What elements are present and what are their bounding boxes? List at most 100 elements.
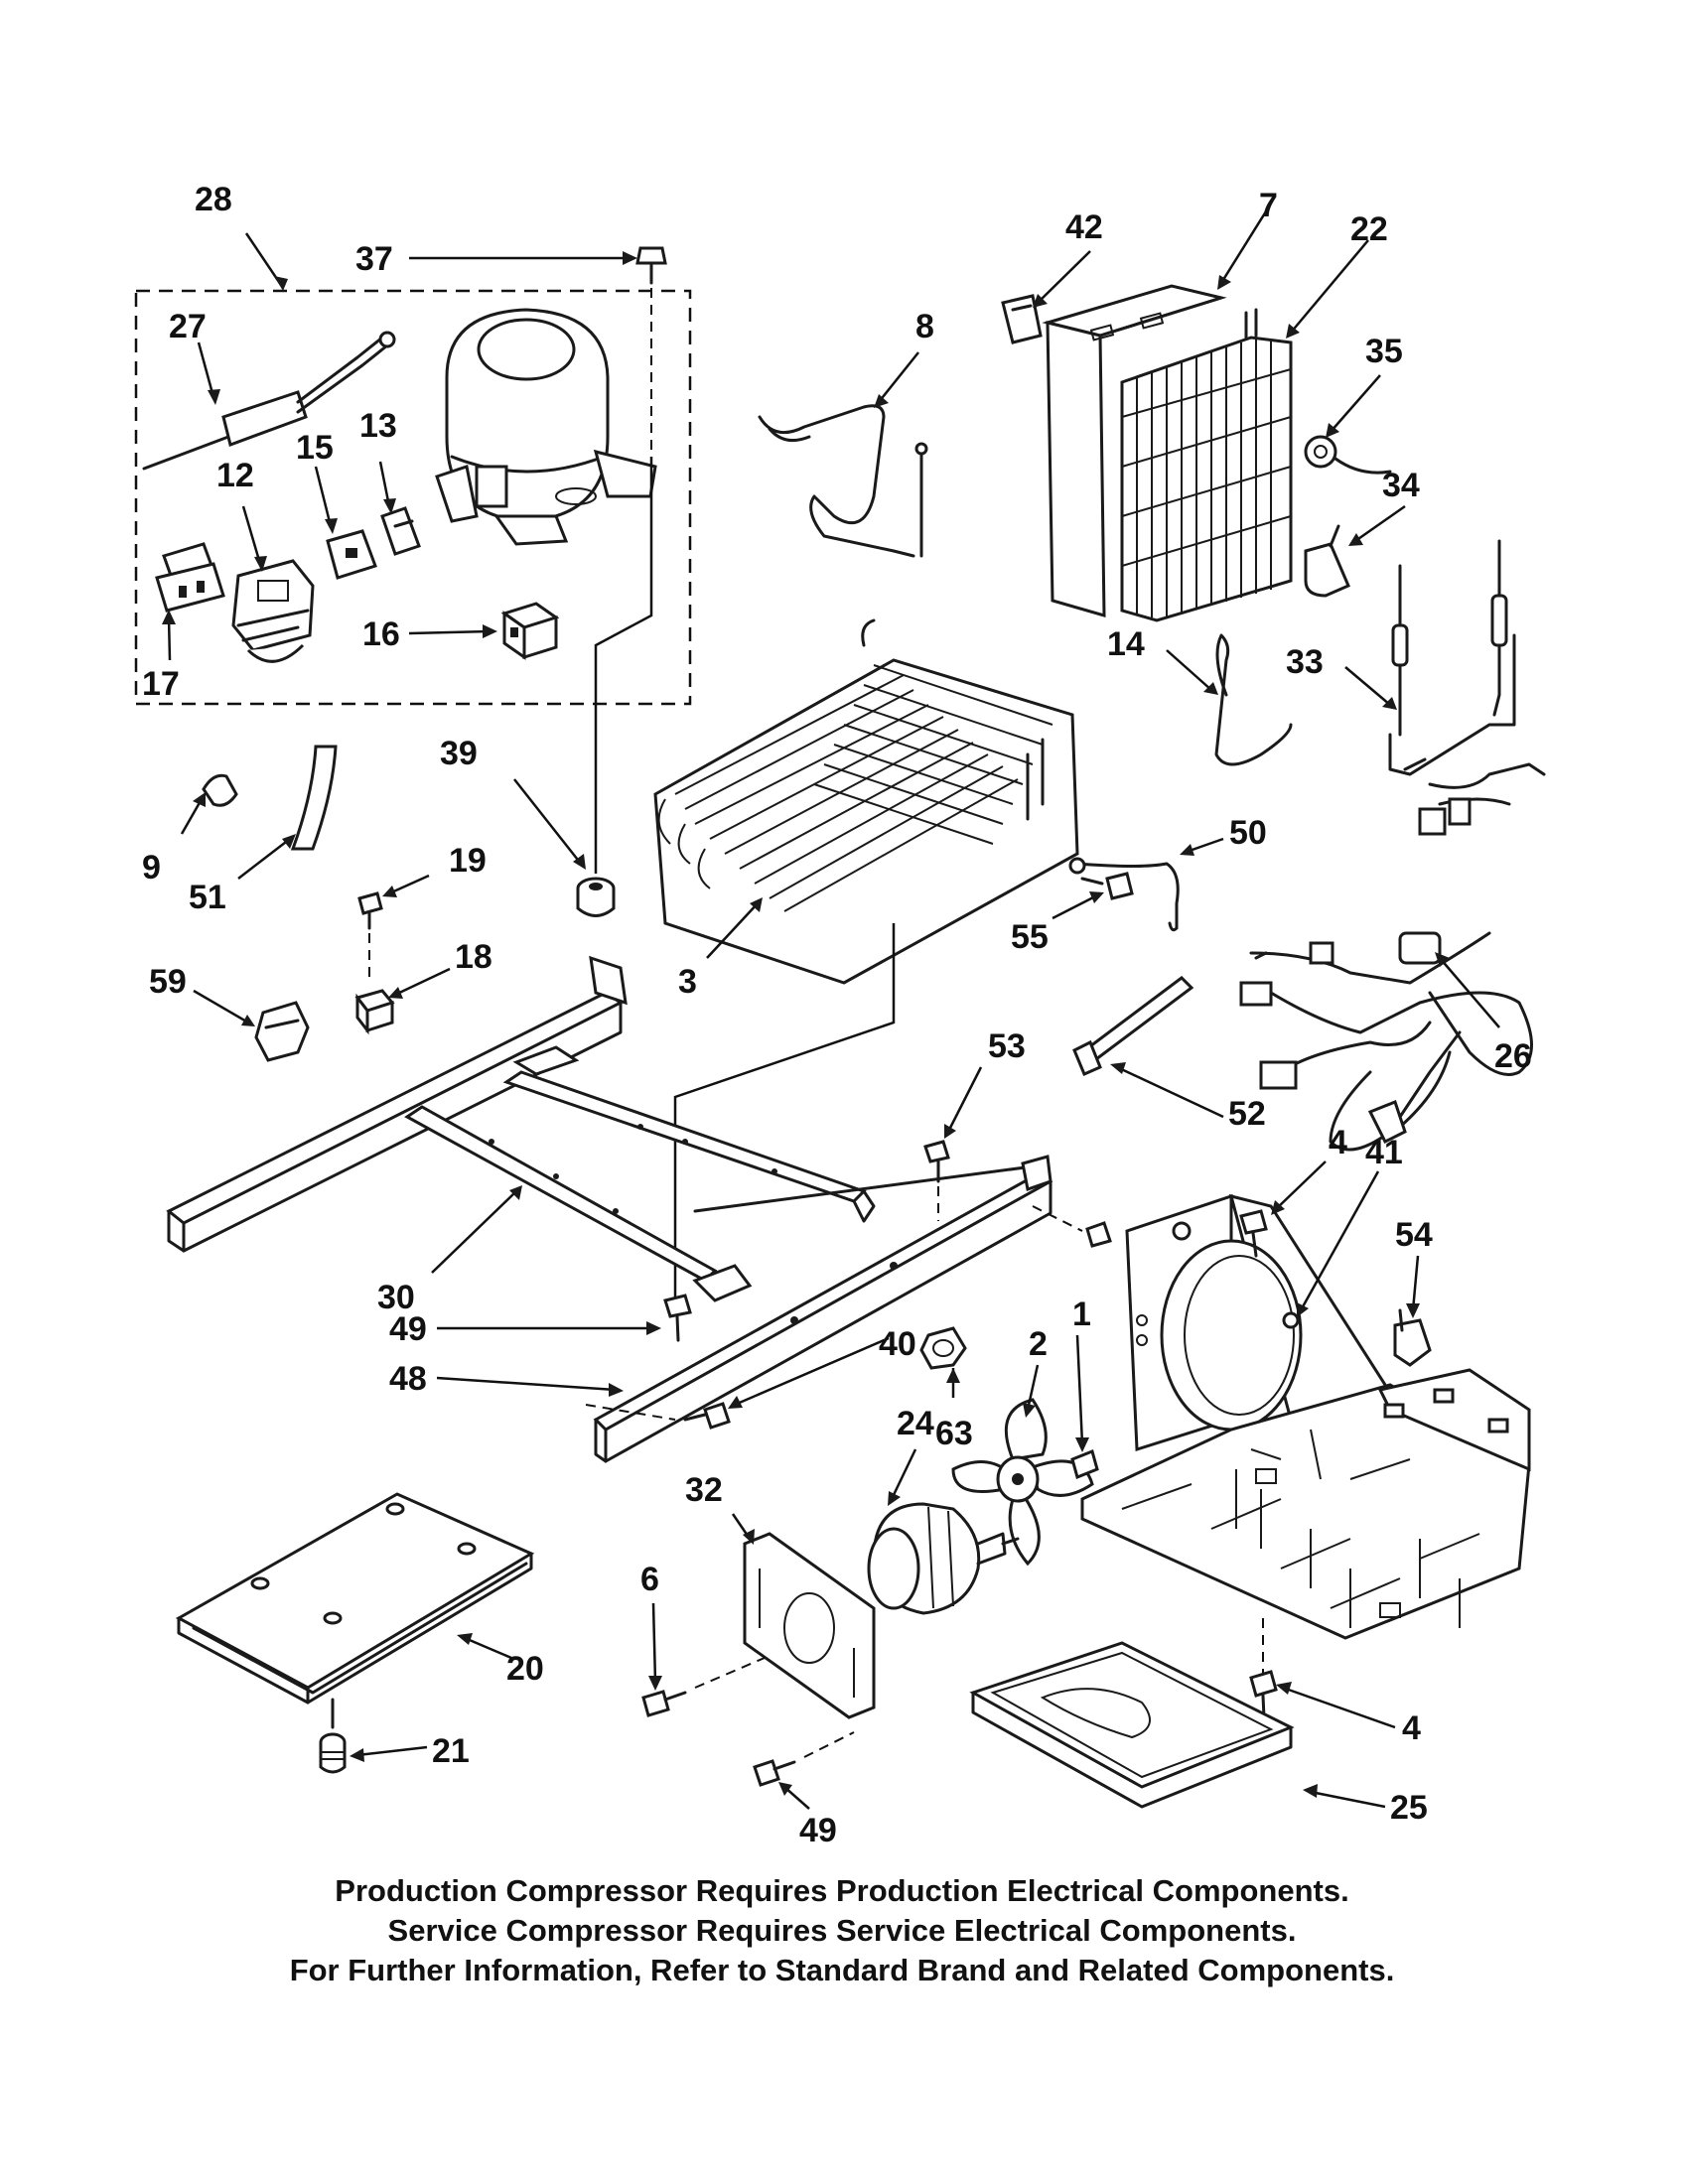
note-further-info: For Further Information, Refer to Standa… (289, 1953, 1395, 1987)
retainer-1 (1070, 1448, 1099, 1480)
callout-20: 20 (506, 1650, 544, 1688)
callout-34: 34 (1382, 467, 1420, 504)
callout-2: 2 (1029, 1325, 1048, 1363)
clip-50 (1068, 857, 1180, 932)
callout-9: 9 (142, 849, 161, 887)
drain-pan-25 (969, 1641, 1295, 1809)
compressor (435, 308, 657, 546)
callout-17: 17 (142, 665, 180, 703)
callout-25: 25 (1390, 1789, 1428, 1827)
base-frame (166, 955, 1045, 1302)
front-rail-48 (593, 1155, 1053, 1463)
cover-15 (326, 529, 377, 580)
block-18 (354, 989, 395, 1035)
clip-13 (380, 506, 421, 556)
callout-8: 8 (915, 308, 934, 345)
probe-27 (142, 331, 396, 471)
switch-35 (1304, 435, 1392, 475)
note-service: Service Compressor Requires Service Elec… (387, 1913, 1297, 1948)
callout-49b: 49 (799, 1812, 837, 1849)
condenser-coil-22 (1120, 308, 1293, 622)
callout-54: 54 (1395, 1216, 1433, 1254)
callout-48: 48 (389, 1360, 427, 1398)
callout-3: 3 (678, 963, 697, 1001)
tube-51 (290, 745, 338, 851)
clip-59 (254, 1001, 310, 1062)
callout-18: 18 (455, 938, 492, 976)
compressor-kit-boundary (134, 289, 692, 706)
callout-12: 12 (216, 457, 254, 494)
callout-4b: 4 (1402, 1709, 1421, 1747)
callout-16: 16 (362, 615, 400, 653)
bracket-34 (1304, 524, 1350, 598)
panel-20 (175, 1492, 535, 1705)
relay-17 (155, 542, 225, 613)
leader-lines (162, 210, 1500, 1810)
callout-19: 19 (449, 842, 487, 880)
screw-19 (357, 891, 383, 930)
screw-53 (923, 1140, 950, 1183)
screw-4-top (1239, 1209, 1268, 1258)
screw-40b (683, 1402, 731, 1430)
screw-6 (641, 1690, 687, 1717)
callout-37: 37 (355, 240, 393, 278)
callout-labels: 28 37 27 13 15 12 16 17 8 42 7 22 35 34 … (142, 181, 1532, 1849)
condenser-housing-7 (1042, 284, 1227, 618)
plug-9 (202, 773, 238, 807)
screw-55 (1080, 872, 1134, 900)
grommet-21 (319, 1732, 347, 1774)
callout-28: 28 (195, 181, 232, 218)
callout-35: 35 (1365, 333, 1403, 370)
fan-motor-24 (867, 1502, 1020, 1615)
start-device-12 (231, 559, 315, 663)
callout-22: 22 (1350, 210, 1388, 248)
screw-37 (635, 246, 667, 285)
callout-15: 15 (296, 429, 334, 467)
fan-blade-2 (951, 1398, 1094, 1567)
callout-49a: 49 (389, 1310, 427, 1348)
callout-14: 14 (1107, 625, 1145, 663)
callout-4a: 4 (1329, 1124, 1347, 1161)
callout-50: 50 (1229, 814, 1267, 852)
callout-42: 42 (1065, 208, 1103, 246)
callout-27: 27 (169, 308, 207, 345)
callout-63: 63 (935, 1415, 973, 1452)
wire-harness-26 (1239, 931, 1533, 1152)
callout-21: 21 (432, 1732, 470, 1770)
callout-24: 24 (897, 1405, 934, 1442)
callout-26: 26 (1494, 1037, 1532, 1075)
screw-49a (663, 1294, 692, 1342)
screw-49b (753, 1759, 796, 1787)
screw-40a (1085, 1221, 1112, 1248)
base-pan (1080, 1368, 1531, 1640)
fan-shroud-41 (1125, 1193, 1387, 1452)
cable-tie-52 (1072, 976, 1194, 1076)
wire-nut-54 (1393, 1308, 1432, 1367)
callout-55: 55 (1011, 918, 1049, 956)
callout-40: 40 (879, 1325, 916, 1363)
callout-13: 13 (359, 407, 397, 445)
callout-1: 1 (1072, 1296, 1091, 1333)
callout-41: 41 (1365, 1134, 1403, 1171)
capacitor-16 (500, 602, 560, 660)
callout-59: 59 (149, 963, 187, 1001)
callout-7: 7 (1259, 187, 1278, 224)
heater-assembly-33 (1388, 539, 1546, 836)
grommet-39 (576, 877, 616, 917)
callout-53: 53 (988, 1027, 1026, 1065)
callout-52: 52 (1228, 1095, 1266, 1133)
callout-30: 30 (377, 1279, 415, 1316)
motor-bracket-32 (743, 1532, 876, 1719)
note-production: Production Compressor Requires Productio… (335, 1873, 1349, 1908)
wire-14 (1214, 633, 1293, 766)
footnotes: Production Compressor Requires Productio… (0, 1871, 1684, 1990)
callout-51: 51 (189, 879, 226, 916)
tube-8 (758, 404, 928, 558)
callout-6: 6 (640, 1561, 659, 1598)
bracket-42 (1001, 294, 1043, 344)
callout-32: 32 (685, 1471, 723, 1509)
callout-39: 39 (440, 735, 478, 772)
callout-33: 33 (1286, 643, 1324, 681)
nut-63 (919, 1326, 967, 1370)
